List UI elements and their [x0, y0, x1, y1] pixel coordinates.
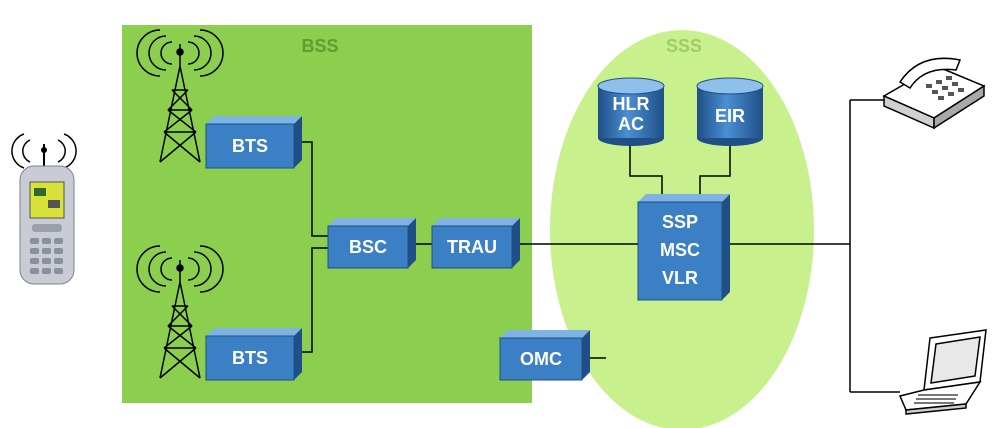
bts-bottom-label: BTS: [232, 348, 268, 368]
ssp-msc-vlr-node[interactable]: SSP MSC VLR: [637, 194, 730, 301]
bsc-node[interactable]: BSC: [327, 218, 416, 269]
bts-top-label: BTS: [232, 136, 268, 156]
omc-node[interactable]: OMC: [499, 330, 590, 381]
eir-label: EIR: [715, 106, 745, 126]
antenna-tower-icon: [136, 245, 224, 379]
omc-label: OMC: [520, 349, 562, 369]
vlr-label: VLR: [662, 268, 698, 288]
ssp-label: SSP: [662, 212, 698, 232]
antenna-tower-icon: [136, 29, 224, 163]
desk-telephone-icon: [882, 57, 986, 130]
hlr-label: HLR: [613, 94, 650, 114]
connection-lines: [298, 99, 900, 393]
eir-database[interactable]: EIR: [696, 77, 764, 146]
ac-label: AC: [618, 114, 644, 134]
bts-top-node[interactable]: BTS: [205, 116, 302, 169]
trau-node[interactable]: TRAU: [431, 218, 520, 269]
bts-bottom-node[interactable]: BTS: [205, 328, 302, 381]
link-bts-bottom-bsc: [298, 247, 330, 353]
link-hlr-msc: [629, 140, 663, 194]
msc-label: MSC: [660, 240, 700, 260]
bsc-label: BSC: [349, 237, 387, 257]
sss-label: SSS: [666, 36, 702, 56]
link-bts-top-bsc: [298, 141, 330, 237]
mobile-phone-icon: [11, 133, 77, 285]
bss-area: [122, 25, 532, 403]
link-eir-msc: [699, 140, 731, 194]
bss-label: BSS: [301, 36, 338, 56]
trau-label: TRAU: [447, 237, 497, 257]
hlr-ac-database[interactable]: HLR AC: [597, 77, 665, 146]
laptop-icon: [898, 329, 987, 415]
